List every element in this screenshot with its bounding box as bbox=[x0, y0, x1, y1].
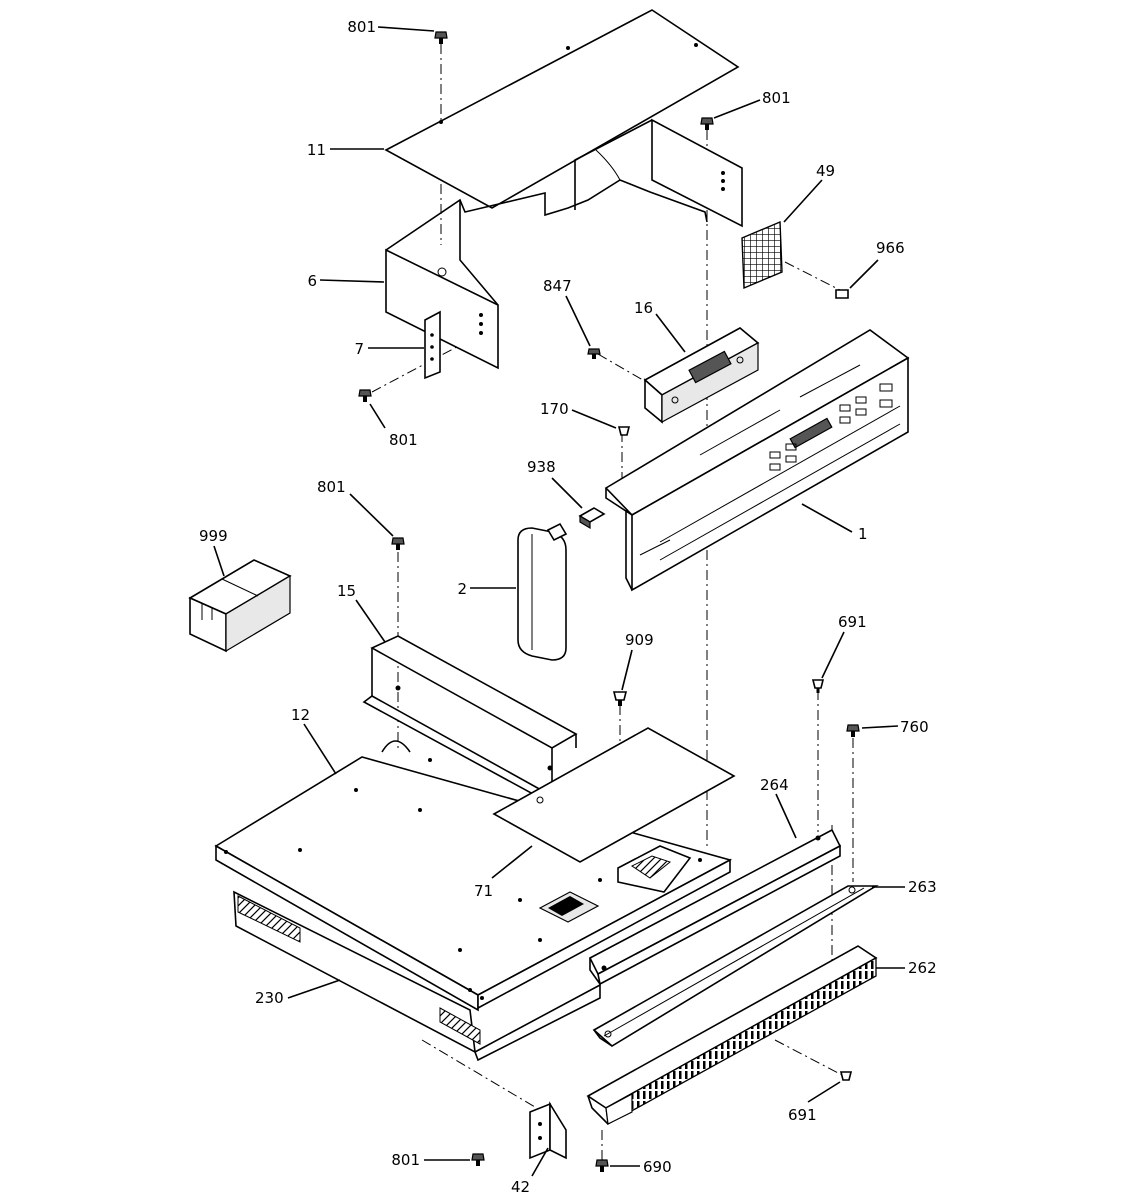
control-panel bbox=[604, 329, 910, 592]
control-board bbox=[643, 327, 760, 424]
label-1: 1 bbox=[858, 525, 868, 543]
base-tray bbox=[214, 740, 733, 1012]
screw-847 bbox=[587, 348, 601, 359]
label-6: 6 bbox=[307, 272, 317, 290]
keypad-buttons bbox=[769, 383, 893, 471]
label-909: 909 bbox=[625, 631, 654, 649]
vented-frame bbox=[233, 890, 601, 1062]
label-170: 170 bbox=[540, 400, 569, 418]
vent-grille bbox=[586, 945, 878, 1126]
label-42: 42 bbox=[511, 1178, 530, 1196]
label-801-mid: 801 bbox=[317, 478, 346, 496]
label-801-left: 801 bbox=[389, 431, 418, 449]
rear-shroud bbox=[385, 118, 743, 370]
label-801-top: 801 bbox=[347, 18, 376, 36]
bracket-42 bbox=[529, 1101, 567, 1160]
leader-lines bbox=[213, 26, 905, 1177]
label-691-lower: 691 bbox=[788, 1106, 817, 1124]
label-71: 71 bbox=[474, 882, 493, 900]
screw-801-bottom bbox=[471, 1153, 485, 1166]
label-999: 999 bbox=[199, 527, 228, 545]
mesh-screen bbox=[741, 220, 783, 290]
label-847: 847 bbox=[543, 277, 572, 295]
label-801-bottom: 801 bbox=[391, 1151, 420, 1169]
end-cap bbox=[517, 522, 568, 661]
carton-box bbox=[188, 559, 292, 653]
label-262: 262 bbox=[908, 959, 937, 977]
callout-labels: 801 11 801 49 966 6 847 16 7 801 170 938… bbox=[199, 18, 937, 1196]
insulation-sheet bbox=[492, 727, 736, 863]
trim-strip bbox=[592, 885, 879, 1047]
screw-801-mid bbox=[391, 537, 405, 550]
label-12: 12 bbox=[291, 706, 310, 724]
screw-691-lower bbox=[839, 1071, 853, 1081]
label-7: 7 bbox=[354, 340, 364, 358]
tray-holes bbox=[224, 758, 702, 1000]
screw-801-upper-right bbox=[700, 117, 714, 130]
label-263: 263 bbox=[908, 878, 937, 896]
label-801-upper-right: 801 bbox=[762, 89, 791, 107]
screw-801-top bbox=[434, 31, 448, 44]
screw-801-left bbox=[358, 389, 372, 402]
top-cover-panel bbox=[384, 9, 740, 209]
screw-909 bbox=[612, 691, 628, 706]
screw-170 bbox=[617, 426, 631, 436]
label-966: 966 bbox=[876, 239, 905, 257]
label-760: 760 bbox=[900, 718, 929, 736]
clip-966 bbox=[835, 289, 849, 299]
label-15: 15 bbox=[337, 582, 356, 600]
screw-691-upper bbox=[811, 679, 825, 693]
label-264: 264 bbox=[760, 776, 789, 794]
label-690: 690 bbox=[643, 1158, 672, 1176]
label-11: 11 bbox=[307, 141, 326, 159]
front-rail bbox=[588, 828, 842, 986]
label-16: 16 bbox=[634, 299, 653, 317]
clip-938 bbox=[578, 507, 606, 530]
label-230: 230 bbox=[255, 989, 284, 1007]
label-49: 49 bbox=[816, 162, 835, 180]
screw-760 bbox=[846, 724, 860, 737]
label-938: 938 bbox=[527, 458, 556, 476]
label-691-upper: 691 bbox=[838, 613, 867, 631]
screw-690 bbox=[595, 1159, 609, 1172]
screws bbox=[358, 31, 860, 1172]
label-2: 2 bbox=[457, 580, 467, 598]
bracket-7 bbox=[424, 310, 441, 380]
